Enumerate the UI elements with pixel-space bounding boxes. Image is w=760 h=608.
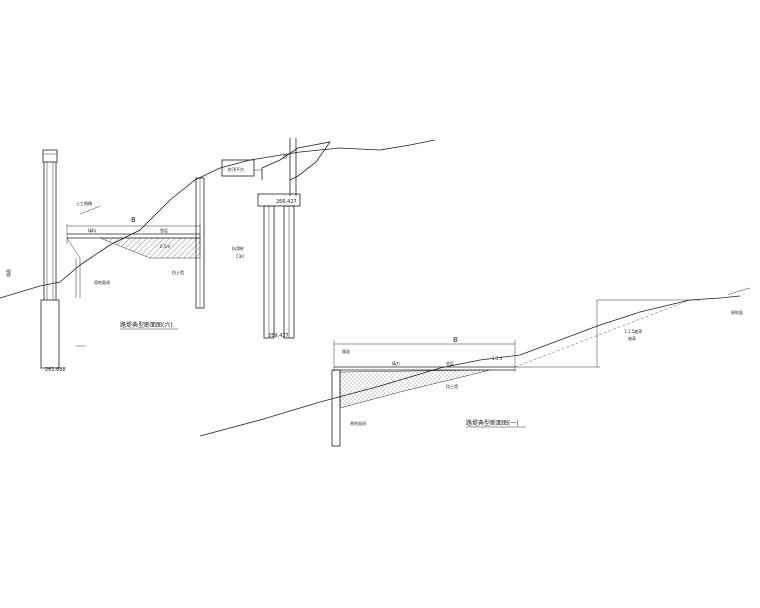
slope-label: 1:1.5坡率 [624, 328, 642, 334]
label-d-left: 原地面线 [94, 279, 110, 285]
pile-bottom-elev-left: 261.888 [45, 367, 66, 373]
fill-wedge-hatch [99, 237, 201, 259]
label-box [221, 159, 255, 177]
slope-label2: 坡高 [628, 335, 636, 341]
ground-line-left [0, 139, 436, 299]
cantilever-platform [261, 141, 331, 181]
pile-lower-segment [40, 299, 60, 369]
label-f-right: 1:1.5 [492, 356, 503, 361]
left-note: 路面 [5, 269, 11, 277]
label-b-left: 填料 [88, 227, 96, 233]
far-label: 原地面 [731, 309, 743, 315]
mid-pile-label: 抗滑桩 [232, 245, 244, 251]
dim-label-left: B [131, 216, 136, 224]
label-b-right: 填方 [392, 360, 400, 366]
pile-top-label: 0.5m [160, 244, 170, 249]
label-e-right: 挡土墙 [446, 383, 458, 389]
label-a-left: 土工格栅 [76, 200, 92, 206]
label-c-left: 垫层 [160, 227, 168, 233]
label-d-right: 原地面线 [350, 420, 366, 426]
fill-wedge-dots [339, 369, 491, 409]
cap-elevation: 266.427 [276, 199, 297, 205]
middle-pile-group: 桩顶平台 266.427 抗滑桩 C30 259.427 [221, 138, 331, 339]
left-pile: 路面 261.888 [5, 149, 86, 373]
left-section: B 土工格栅 填料 垫层 原地面线 挡土墙 0.5m 路堤典型断面图(六) [0, 139, 436, 330]
box-label: 桩顶平台 [228, 166, 244, 172]
retaining-wall-right [331, 369, 341, 447]
dim-label-right: B [453, 336, 458, 344]
ground-line-right [199, 295, 741, 437]
label-e-left: 挡土墙 [172, 269, 184, 275]
cap-beam [257, 193, 301, 207]
caption-right: 路堤典型断面图(一) [466, 419, 519, 427]
cut-slope-dashed [514, 299, 691, 368]
caption-left: 路堤典型断面图(六) [120, 321, 173, 329]
mid-pile-bottom-elev: 259.427 [268, 333, 289, 339]
right-section: B 路面 填方 垫层 原地面线 挡土墙 1:1.5 1:1.5坡率 坡高 原地面… [199, 287, 751, 447]
label-c-right: 垫层 [446, 360, 454, 366]
pile-cap [42, 149, 58, 163]
label-a-right: 路面 [342, 348, 350, 354]
mid-pile-label2: C30 [236, 254, 244, 259]
